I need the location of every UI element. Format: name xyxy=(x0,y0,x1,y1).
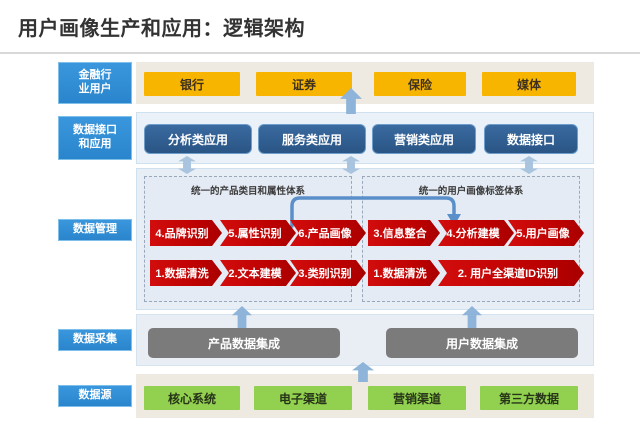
sidebar-label-data-interface-apps: 数据接口和应用 xyxy=(73,124,117,150)
arrow-mgmt-to-apps-3 xyxy=(520,156,538,174)
sidebar-label-data-management: 数据管理 xyxy=(73,223,117,236)
sidebar-label-data-source: 数据源 xyxy=(78,389,112,402)
step-category-recognition[interactable]: 3.类别识别 xyxy=(290,260,366,286)
collection-box-product-data[interactable]: 产品数据集成 xyxy=(148,328,340,358)
app-chip-marketing[interactable]: 营销类应用 xyxy=(372,124,476,154)
step-analysis-modeling[interactable]: 4.分析建模 xyxy=(438,220,514,246)
sidebar-label-financial-users: 金融行业用户 xyxy=(78,69,112,95)
step-attribute-recognition[interactable]: 5.属性识别 xyxy=(220,220,296,246)
panel-product-taxonomy-title: 统一的产品类目和属性体系 xyxy=(190,186,305,197)
arrow-up-collection-to-mgmt-left xyxy=(232,306,252,328)
source-chip-electronic-channel[interactable]: 电子渠道 xyxy=(254,386,352,410)
arrow-up-apps-to-users xyxy=(340,88,362,114)
arrow-up-source-to-collection xyxy=(352,362,374,382)
app-chip-service[interactable]: 服务类应用 xyxy=(258,124,366,154)
step-brand-recognition[interactable]: 4.品牌识别 xyxy=(150,220,222,246)
user-chip-securities[interactable]: 证券 xyxy=(256,72,352,96)
step-user-profile[interactable]: 5.用户画像 xyxy=(508,220,584,246)
step-omnichannel-id-recognition[interactable]: 2. 用户全渠道ID识别 xyxy=(438,260,584,286)
sidebar-item-data-collection[interactable]: 数据采集 xyxy=(58,329,132,351)
step-data-cleaning-left[interactable]: 1.数据清洗 xyxy=(150,260,222,286)
step-data-cleaning-right[interactable]: 1.数据清洗 xyxy=(368,260,440,286)
panel-user-profile-tags-title: 统一的用户画像标签体系 xyxy=(418,186,524,197)
step-info-integration[interactable]: 3.信息整合 xyxy=(368,220,440,246)
arrow-up-collection-to-mgmt-right xyxy=(462,306,482,328)
arrow-mgmt-to-apps-2 xyxy=(342,156,360,174)
sidebar-label-data-collection: 数据采集 xyxy=(73,333,117,346)
title-divider xyxy=(0,52,640,54)
user-chip-insurance[interactable]: 保险 xyxy=(374,72,466,96)
user-chip-bank[interactable]: 银行 xyxy=(144,72,240,96)
source-chip-third-party-data[interactable]: 第三方数据 xyxy=(480,386,578,410)
source-chip-marketing-channel[interactable]: 营销渠道 xyxy=(368,386,466,410)
sidebar-item-data-source[interactable]: 数据源 xyxy=(58,385,132,407)
source-chip-core-system[interactable]: 核心系统 xyxy=(144,386,240,410)
sidebar-item-financial-users[interactable]: 金融行业用户 xyxy=(58,62,132,104)
sidebar-item-data-interface-apps[interactable]: 数据接口和应用 xyxy=(58,116,132,160)
user-chip-media[interactable]: 媒体 xyxy=(482,72,576,96)
step-text-modeling[interactable]: 2.文本建模 xyxy=(220,260,296,286)
sidebar-item-data-management[interactable]: 数据管理 xyxy=(58,219,132,241)
arrow-mgmt-to-apps-1 xyxy=(178,156,196,174)
app-chip-analytics[interactable]: 分析类应用 xyxy=(144,124,252,154)
collection-box-user-data[interactable]: 用户数据集成 xyxy=(386,328,578,358)
page-title: 用户画像生产和应用：逻辑架构 xyxy=(18,18,305,40)
app-chip-data-interface[interactable]: 数据接口 xyxy=(484,124,578,154)
step-product-profile[interactable]: 6.产品画像 xyxy=(290,220,366,246)
